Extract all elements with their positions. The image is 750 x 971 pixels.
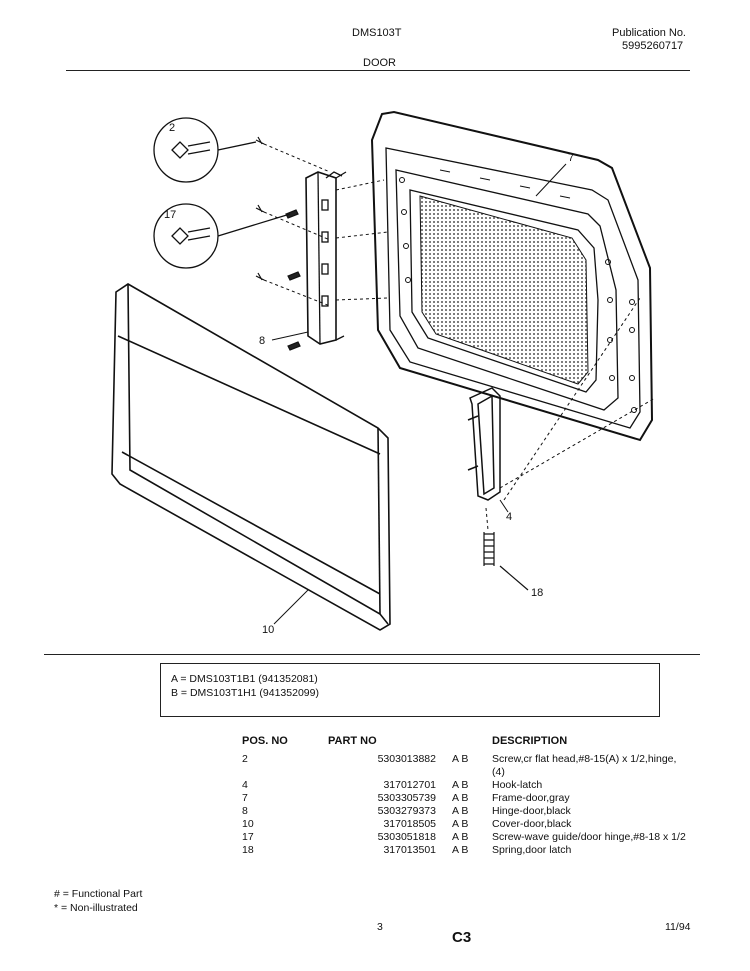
table-row: 2 5303013882 A B Screw,cr flat head,#8-1…: [242, 753, 722, 779]
page-number: 3: [377, 921, 383, 933]
row-pos: 18: [242, 844, 254, 856]
door-exploded-diagram: [111, 110, 656, 631]
row-pos: 17: [242, 831, 254, 843]
legend-non-illustrated: * = Non-illustrated: [54, 902, 138, 914]
callout-8: 8: [259, 335, 266, 347]
header-pos: POS. NO: [242, 735, 288, 747]
publication-label: Publication No.: [612, 27, 686, 39]
row-ab: A B: [452, 805, 469, 817]
row-ab: A B: [452, 779, 469, 791]
header-ab: [452, 735, 492, 753]
callout-17: 17: [164, 209, 177, 221]
row-ab: A B: [452, 792, 469, 804]
row-desc-line2: (4): [492, 766, 505, 778]
section-rule: [44, 654, 700, 655]
row-pos: 4: [242, 779, 248, 791]
row-ab: A B: [452, 753, 469, 765]
row-ab: A B: [452, 818, 469, 830]
model-number: DMS103T: [352, 27, 402, 39]
screw-2-detail: [153, 117, 257, 183]
row-ab: A B: [452, 831, 469, 843]
door-latch-spring: [483, 532, 529, 591]
table-row: 8 5303279373 A B Hinge-door,black: [242, 805, 722, 818]
header-rule: [66, 70, 690, 71]
screw-17-detail: [153, 203, 291, 269]
table-row: 18 317013501 A B Spring,door latch: [242, 844, 722, 857]
row-desc: Hinge-door,black: [492, 805, 571, 817]
row-pos: 2: [242, 753, 248, 765]
table-row: 10 317018505 A B Cover-door,black: [242, 818, 722, 831]
door-cover: [111, 283, 391, 631]
row-part: 317013501: [383, 844, 436, 856]
table-header-row: POS. NO PART NO DESCRIPTION: [242, 735, 722, 753]
callout-7: 7: [568, 152, 575, 164]
row-desc: Hook-latch: [492, 779, 543, 791]
section-title: DOOR: [363, 57, 396, 69]
publication-number: 5995260717: [622, 40, 684, 52]
row-part: 5303279373: [377, 805, 436, 817]
row-desc: Cover-door,black: [492, 818, 572, 830]
parts-table: POS. NO PART NO DESCRIPTION 2 5303013882…: [242, 735, 722, 857]
callout-4: 4: [506, 511, 513, 523]
door-hinge: [305, 171, 347, 345]
row-part: 5303305739: [377, 792, 436, 804]
row-pos: 10: [242, 818, 254, 830]
callout-10: 10: [262, 624, 275, 636]
callout-18: 18: [531, 587, 544, 599]
row-pos: 8: [242, 805, 248, 817]
legend-functional: # = Functional Part: [54, 888, 143, 900]
hook-latch: [467, 387, 501, 501]
callout-2: 2: [169, 122, 176, 134]
page-code: C3: [452, 929, 472, 946]
model-b: B = DMS103T1H1 (941352099): [171, 687, 319, 699]
table-row: 7 5303305739 A B Frame-door,gray: [242, 792, 722, 805]
model-a: A = DMS103T1B1 (941352081): [171, 673, 318, 685]
row-desc-line1: Screw,cr flat head,#8-15(A) x 1/2,hinge,: [492, 753, 677, 765]
row-part: 317018505: [383, 818, 436, 830]
row-desc: Spring,door latch: [492, 844, 572, 856]
revision-date: 11/94: [665, 921, 691, 933]
hinge-screws: [255, 136, 301, 351]
row-pos: 7: [242, 792, 248, 804]
row-desc: Screw,cr flat head,#8-15(A) x 1/2,hinge,…: [492, 753, 722, 779]
table-row: 17 5303051818 A B Screw-wave guide/door …: [242, 831, 722, 844]
row-desc: Frame-door,gray: [492, 792, 570, 804]
row-part: 317012701: [383, 779, 436, 791]
table-row: 4 317012701 A B Hook-latch: [242, 779, 722, 792]
model-legend-box: A = DMS103T1B1 (941352081) B = DMS103T1H…: [160, 663, 660, 717]
header-desc: DESCRIPTION: [492, 735, 568, 747]
row-part: 5303013882: [377, 753, 436, 765]
door-frame: [370, 110, 654, 442]
row-ab: A B: [452, 844, 469, 856]
row-part: 5303051818: [377, 831, 436, 843]
header-part: PART NO: [328, 735, 377, 747]
row-desc: Screw-wave guide/door hinge,#8-18 x 1/2: [492, 831, 686, 843]
